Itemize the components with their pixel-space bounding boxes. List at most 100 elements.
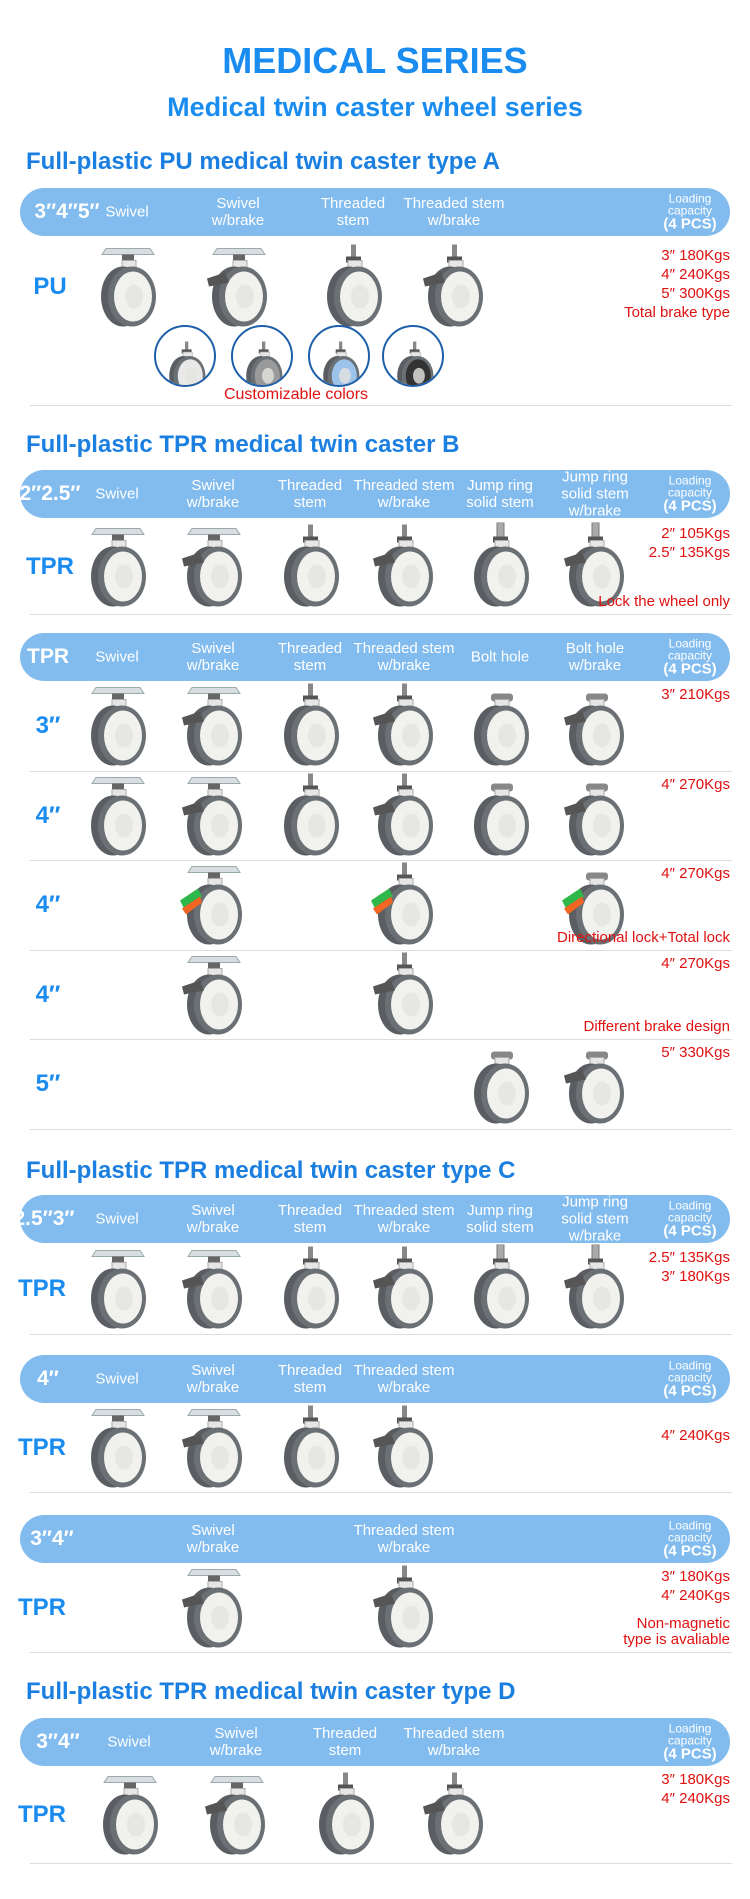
caster-image[interactable]: [178, 1245, 248, 1338]
row-divider: [30, 1129, 732, 1130]
loading-text: capacity: [667, 1733, 713, 1748]
loading-text: capacity: [667, 1530, 713, 1545]
caster-image[interactable]: [178, 682, 248, 775]
feature-note: Directional lock+Total lock: [557, 929, 730, 946]
caster-image[interactable]: [560, 1244, 630, 1338]
caster-image[interactable]: [178, 1563, 248, 1656]
caster-image[interactable]: [318, 243, 388, 336]
section-title: Full-plastic TPR medical twin caster B: [26, 431, 460, 458]
header-bar: [20, 1195, 730, 1243]
caster-image[interactable]: [178, 523, 248, 616]
caster-image[interactable]: [94, 1770, 164, 1863]
loading-text: capacity: [667, 648, 713, 663]
caster-image[interactable]: [465, 1040, 535, 1133]
customizable-colors-label: Customizable colors: [223, 386, 369, 403]
row-divider: [30, 950, 732, 951]
caster-image[interactable]: [369, 950, 439, 1043]
column-header: Threaded stem w/brake: [403, 195, 505, 229]
caster-image[interactable]: [369, 523, 439, 616]
bar-size-label: 2″2.5″: [19, 482, 81, 505]
page-subtitle: Medical twin caster wheel series: [167, 92, 583, 122]
caster-image[interactable]: [275, 1245, 345, 1338]
loading-text: capacity: [667, 485, 713, 500]
header-bar: [20, 1515, 730, 1563]
section-title: Full-plastic TPR medical twin caster typ…: [26, 1157, 516, 1184]
feature-note: Non-magnetic type is avaliable: [623, 1615, 730, 1648]
column-header: Threaded stem w/brake: [353, 477, 455, 511]
loading-text: (4 PCS): [663, 1745, 717, 1763]
loading-text: capacity: [667, 1210, 713, 1225]
caster-image[interactable]: [178, 950, 248, 1043]
column-header: Swivel w/brake: [209, 1725, 263, 1759]
caster-image[interactable]: [201, 1770, 271, 1863]
caster-image[interactable]: [465, 1244, 535, 1338]
caster-image[interactable]: [82, 771, 152, 864]
caster-image[interactable]: [275, 771, 345, 864]
feature-note: Lock the wheel only: [598, 593, 730, 610]
column-header: Threaded stem: [277, 1362, 343, 1396]
caster-image[interactable]: [369, 682, 439, 775]
caster-image[interactable]: [419, 243, 489, 336]
caster-image[interactable]: [560, 861, 630, 954]
color-option[interactable]: [154, 325, 216, 387]
row-size-label: TPR: [18, 1800, 66, 1828]
caster-image[interactable]: [560, 682, 630, 775]
color-option[interactable]: [382, 325, 444, 387]
caster-image[interactable]: [178, 861, 248, 954]
caster-image[interactable]: [178, 771, 248, 864]
caster-image[interactable]: [465, 771, 535, 864]
load-capacity-note: 4″ 270Kgs: [661, 865, 730, 882]
bar-size-label: 3″4″5″: [34, 200, 100, 223]
caster-image[interactable]: [82, 1403, 152, 1496]
caster-image[interactable]: [275, 682, 345, 775]
caster-image[interactable]: [369, 1403, 439, 1496]
caster-image[interactable]: [369, 861, 439, 954]
caster-image[interactable]: [560, 1040, 630, 1133]
column-header: Threaded stem w/brake: [403, 1725, 505, 1759]
caster-image[interactable]: [465, 682, 535, 775]
caster-image[interactable]: [419, 1770, 489, 1863]
caster-image[interactable]: [82, 523, 152, 616]
column-header: Threaded stem w/brake: [353, 1202, 455, 1236]
row-size-label: TPR: [18, 1593, 66, 1621]
caster-image[interactable]: [369, 1563, 439, 1656]
caster-image[interactable]: [82, 682, 152, 775]
column-header: Swivel w/brake: [186, 1522, 240, 1556]
caster-image[interactable]: [275, 523, 345, 616]
column-header: Swivel w/brake: [186, 1202, 240, 1236]
column-header: Swivel: [95, 1370, 139, 1388]
caster-image[interactable]: [560, 771, 630, 864]
column-header: Swivel: [95, 485, 139, 503]
bar-size-label: 2.5″3″: [13, 1207, 75, 1230]
row-divider: [30, 771, 732, 772]
color-option[interactable]: [308, 325, 370, 387]
bar-size-label: 4″: [37, 1367, 59, 1390]
column-header: Threaded stem w/brake: [353, 640, 455, 674]
header-bar: [20, 633, 730, 681]
caster-image[interactable]: [178, 1403, 248, 1496]
caster-image[interactable]: [275, 1403, 345, 1496]
caster-image[interactable]: [465, 522, 535, 616]
caster-image[interactable]: [82, 1245, 152, 1338]
header-bar: [20, 188, 730, 236]
caster-image[interactable]: [369, 771, 439, 864]
caster-image[interactable]: [203, 243, 273, 336]
row-size-label: 3″: [35, 712, 61, 739]
column-header: Threaded stem: [320, 195, 386, 229]
caster-image[interactable]: [560, 522, 630, 616]
column-header: Swivel w/brake: [211, 195, 265, 229]
feature-note: Different brake design: [583, 1018, 730, 1035]
column-header: Swivel w/brake: [186, 477, 240, 511]
color-option[interactable]: [231, 325, 293, 387]
caster-image[interactable]: [369, 1245, 439, 1338]
loading-text: Loading: [668, 1358, 712, 1373]
caster-image[interactable]: [92, 243, 162, 336]
caster-image[interactable]: [310, 1770, 380, 1863]
loading-text: (4 PCS): [663, 1542, 717, 1560]
column-header: Jump ring solid stem: [466, 1202, 534, 1236]
column-header: Swivel: [105, 203, 149, 221]
